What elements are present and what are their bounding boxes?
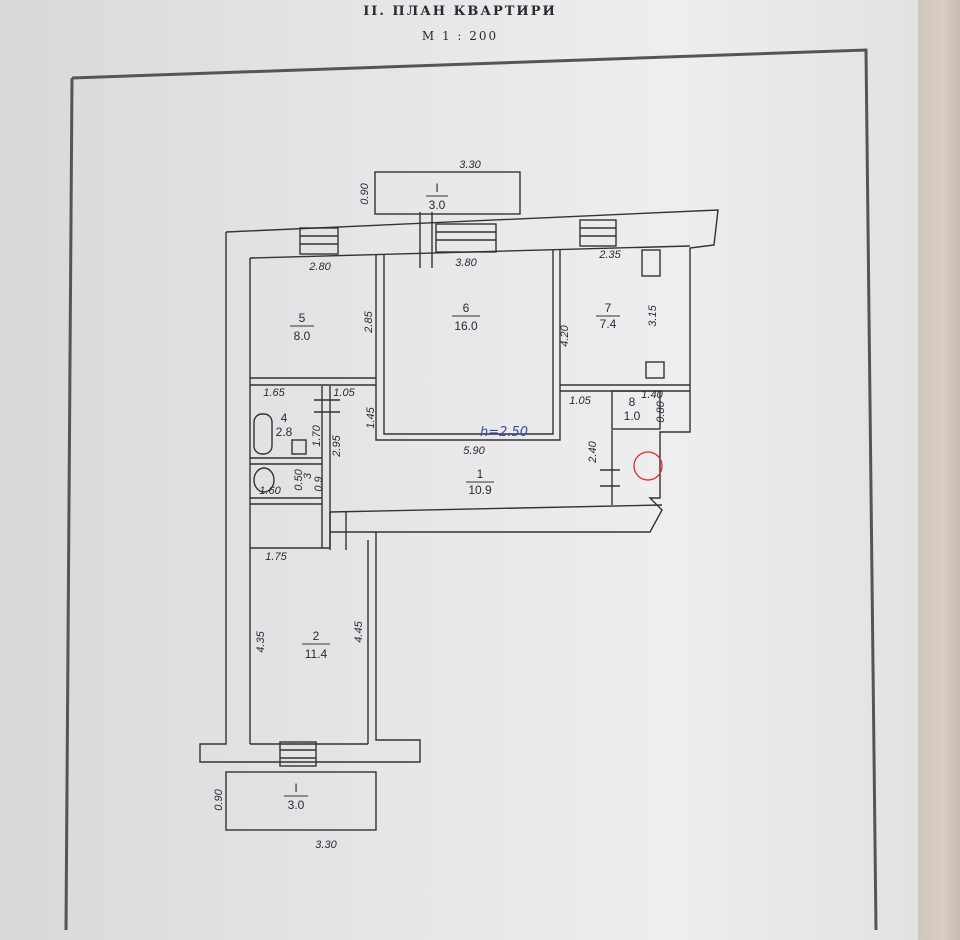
balcony-bottom-width: 3.30 [315, 839, 337, 851]
toilet-icon [253, 467, 275, 493]
dim-145: 1.45 [365, 406, 377, 428]
ceiling-height-note: h=2.50 [480, 425, 528, 440]
bathtub-icon [253, 413, 273, 455]
balcony-bottom-roman: I [294, 781, 297, 795]
dim-080: 0.80 [655, 400, 667, 422]
dim-r2-left: 4.35 [255, 630, 267, 652]
dim-r2-right: 4.45 [353, 620, 365, 642]
svg-text:4: 4 [281, 411, 288, 425]
balcony-bottom [225, 771, 377, 831]
dim-590: 5.90 [463, 445, 485, 457]
background-edge [918, 0, 960, 940]
plan-scale: М 1 : 200 [421, 29, 499, 43]
plan-title: II. ПЛАН КВАРТИРИ [363, 4, 557, 19]
svg-text:11.4: 11.4 [305, 647, 328, 661]
balcony-top-depth: 0.90 [359, 182, 371, 204]
dim-r6-height: 4.20 [559, 324, 571, 346]
svg-text:6: 6 [463, 301, 470, 315]
outer-wall-top [199, 209, 719, 763]
dim-r6-width: 3.80 [455, 257, 477, 269]
balcony-top-width: 3.30 [459, 159, 481, 171]
door-marks [314, 212, 620, 550]
dim-175: 1.75 [265, 551, 287, 563]
dim-105b: 1.05 [569, 395, 591, 407]
wall-r8 [611, 390, 661, 430]
svg-text:0.9: 0.9 [313, 476, 325, 491]
room-6-label: 6 16.0 [452, 301, 480, 333]
sink-icon [291, 439, 307, 455]
room-4-label: 4 2.8 [276, 411, 293, 439]
svg-text:1.0: 1.0 [624, 409, 641, 423]
room-3-label: 3 0.9 [302, 472, 325, 492]
svg-text:16.0: 16.0 [454, 319, 478, 333]
svg-text:2: 2 [313, 629, 320, 643]
dim-r7-width: 2.35 [598, 249, 621, 261]
balcony-top [374, 171, 521, 215]
svg-text:7: 7 [605, 301, 612, 315]
balcony-bottom-depth: 0.90 [213, 788, 225, 810]
svg-text:1: 1 [477, 467, 484, 481]
dim-240: 2.40 [587, 440, 599, 463]
dim-140: 1.40 [641, 389, 663, 401]
dim-r5-width: 2.80 [308, 261, 331, 273]
svg-text:3: 3 [302, 472, 314, 479]
balcony-bottom-area: 3.0 [288, 798, 305, 812]
svg-text:8: 8 [629, 395, 636, 409]
svg-text:10.9: 10.9 [468, 483, 492, 497]
dim-160: 1.60 [259, 485, 281, 497]
kitchen-sink-icon [645, 361, 665, 379]
svg-text:8.0: 8.0 [294, 329, 311, 343]
windows [279, 219, 617, 767]
wall-corridor-bottom [329, 504, 663, 513]
room-5-label: 5 8.0 [290, 311, 314, 343]
sheet-frame-left [64, 77, 74, 931]
room-2-label: 2 11.4 [302, 629, 330, 661]
svg-text:7.4: 7.4 [600, 317, 617, 331]
dim-170: 1.70 [311, 424, 323, 446]
room-7-label: 7 7.4 [596, 301, 620, 331]
dim-165: 1.65 [263, 387, 285, 399]
svg-text:5: 5 [299, 311, 306, 325]
room-1-label: 1 10.9 [466, 467, 494, 497]
stove-icon [641, 249, 661, 277]
balcony-top-area: 3.0 [429, 198, 446, 212]
svg-text:2.8: 2.8 [276, 425, 293, 439]
riser-mark [633, 451, 663, 481]
dim-r5-height: 2.85 [363, 310, 375, 333]
balcony-top-roman: I [435, 181, 438, 195]
dim-050: 0.50 [293, 468, 305, 490]
sheet-frame [71, 48, 878, 931]
wall-r6 [375, 250, 561, 441]
room-8-label: 8 1.0 [624, 395, 641, 423]
dim-295: 2.95 [331, 434, 343, 457]
dim-r7-height: 3.15 [647, 304, 659, 326]
dim-105a: 1.05 [333, 387, 355, 399]
